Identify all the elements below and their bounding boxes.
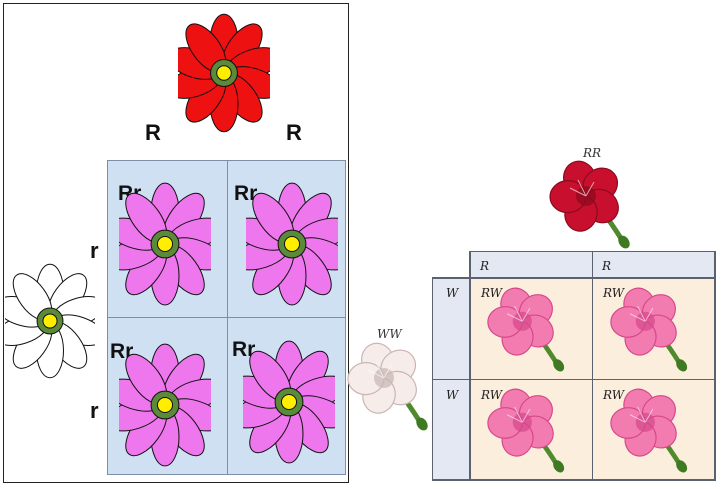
flower-sepal [676,460,688,473]
flower-veins [367,361,393,379]
offspring-pink-trumpet-3 [487,388,565,473]
flower-center [156,235,174,253]
parent-white-trumpet-flower [347,342,428,431]
flower-sepal [553,460,565,473]
flower-sepal [553,359,565,372]
flower-veins [629,305,654,322]
offspring-pink-flower-1 [119,182,211,306]
rr-parent-label: RR [583,146,602,160]
flower-center [42,313,58,329]
grid-line [432,277,716,279]
left-punnett-panel [3,3,349,483]
offspring-label-1: RW [481,286,503,300]
ww-parent-label: WW [377,327,402,341]
flower-veins [506,305,531,322]
parent-white-flower [5,263,95,379]
top-allele-2: R [286,120,302,145]
grid-line [432,379,716,380]
offspring-pink-flower-4 [243,340,335,464]
row-header-1: W [446,286,459,300]
cell-label-4: Rr [232,338,256,361]
grid-line [432,479,716,481]
grid-divider-horizontal [108,317,345,318]
grid-line [469,251,471,481]
flower-veins [569,179,595,197]
left-allele-2: r [90,398,99,423]
flower-veins [506,406,531,423]
flower-center [280,393,298,411]
flower-sepal [618,235,630,249]
parent-red-flower [178,13,270,133]
top-allele-1: R [145,120,161,145]
flower-center [283,235,301,253]
offspring-label-3: RW [481,388,503,402]
flower-center [216,65,232,81]
offspring-pink-trumpet-1 [487,287,565,372]
grid-line [714,251,716,481]
offspring-pink-flower-2 [246,182,338,306]
col-header-1: R [480,259,490,273]
col-header-2: R [602,259,612,273]
flower-veins [629,406,654,423]
offspring-pink-trumpet-2 [610,287,688,372]
cell-label-2: Rr [234,182,258,205]
row-header-2: W [446,388,459,402]
grid-line [592,251,593,481]
offspring-pink-trumpet-4 [610,388,688,473]
parent-red-trumpet-flower [549,160,630,249]
grid-line [432,277,433,481]
flower-sepal [676,359,688,372]
left-allele-1: r [90,238,99,263]
offspring-label-4: RW [603,388,625,402]
flower-sepal [416,417,428,431]
offspring-label-2: RW [603,286,625,300]
flower-center [156,396,174,414]
offspring-pink-flower-3 [119,343,211,467]
